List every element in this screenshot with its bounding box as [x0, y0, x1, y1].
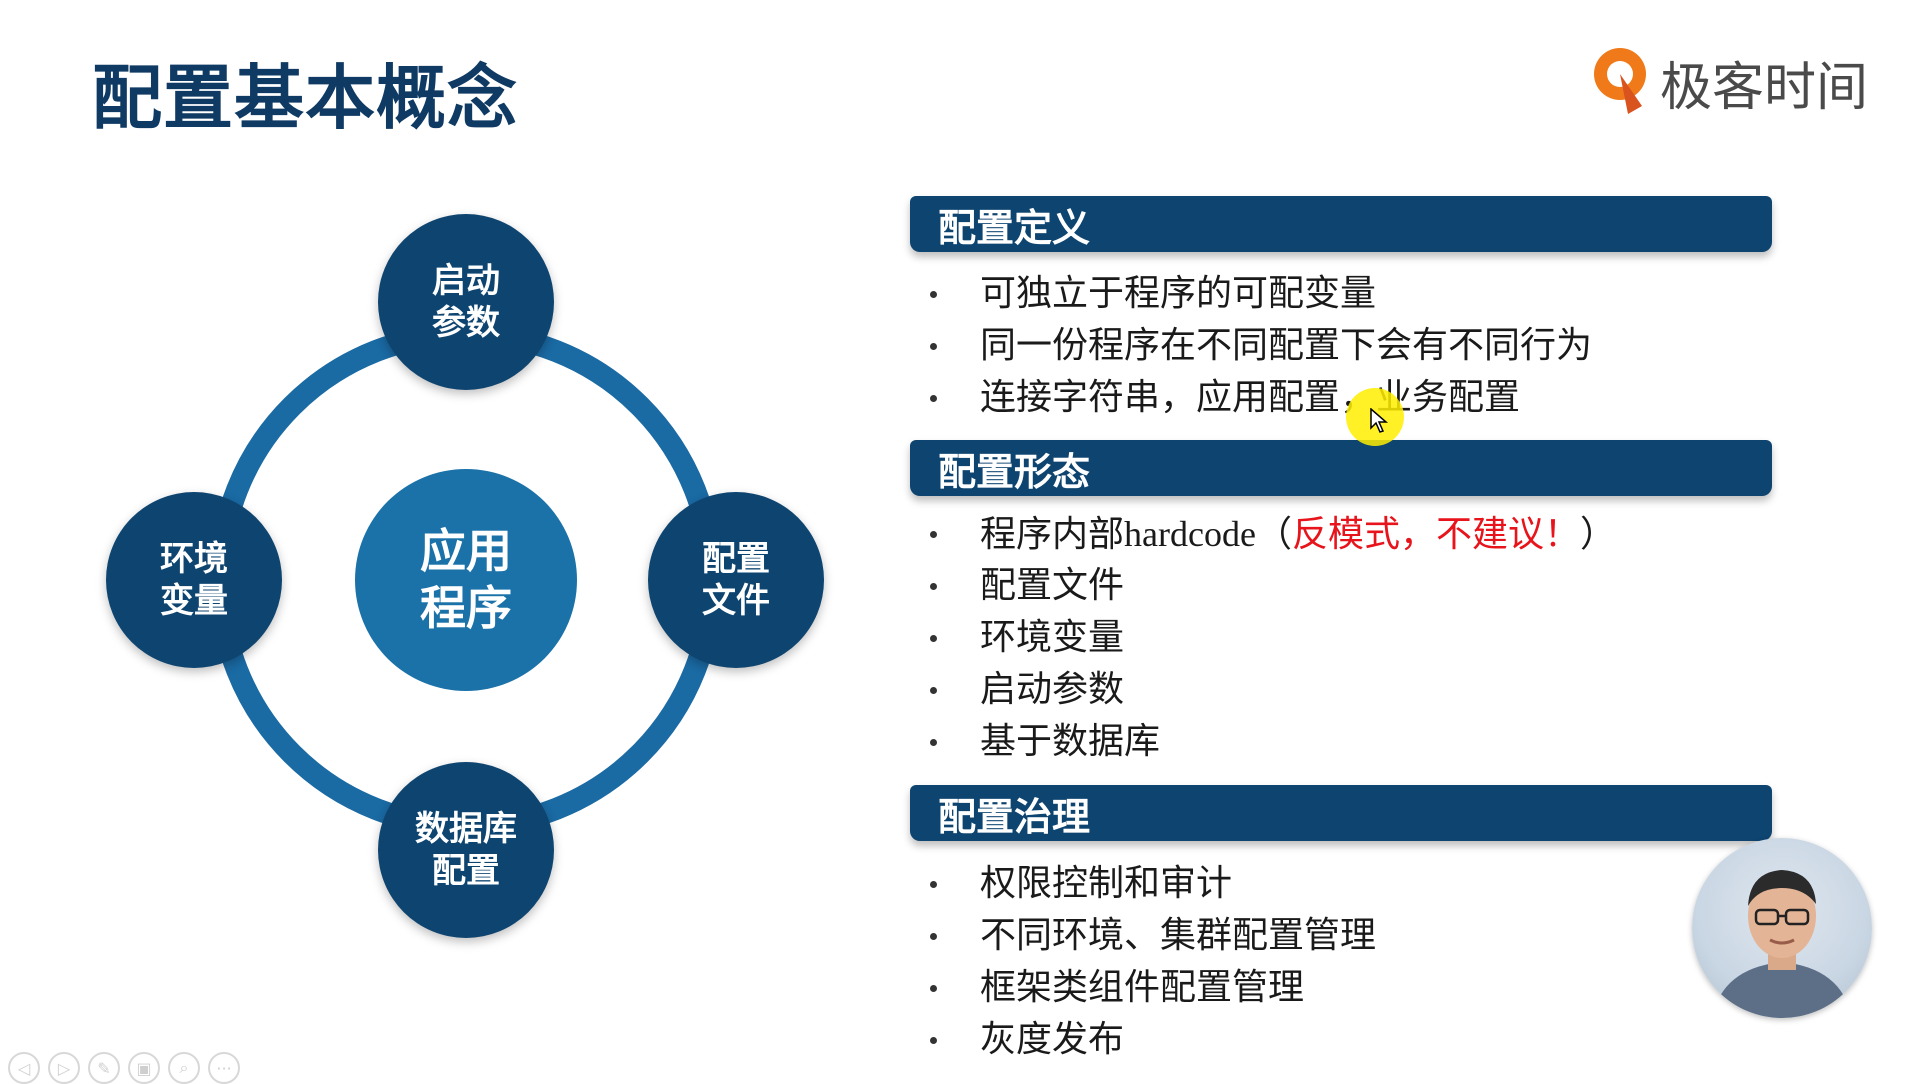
- section-header-governance: 配置治理: [910, 785, 1772, 841]
- list-item: 基于数据库: [930, 716, 1616, 768]
- node-startup-params: 启动 参数: [378, 214, 554, 390]
- list-item-text: 连接字符串，应用配置，业务配置: [980, 377, 1521, 418]
- zoom-icon[interactable]: ⌕: [168, 1052, 200, 1084]
- bullet-dot: [930, 583, 937, 590]
- bullet-dot: [930, 933, 937, 940]
- paren-open: （: [1255, 514, 1292, 555]
- list-item-text: 启动参数: [980, 669, 1125, 710]
- bullet-dot: [930, 531, 937, 538]
- center-node-label: 应用 程序: [420, 523, 512, 636]
- bullet-dot: [930, 739, 937, 746]
- config-cycle-diagram: 应用 程序 启动 参数 配置 文件 数据库 配置 环境 变量: [0, 0, 900, 1080]
- bullet-dot: [930, 687, 937, 694]
- anti-pattern-warning: 反模式，不建议！: [1291, 514, 1580, 555]
- list-item: 同一份程序在不同配置下会有不同行为: [930, 320, 1592, 372]
- list-item-text: 框架类组件配置管理: [980, 967, 1305, 1008]
- section-header-forms-label: 配置形态: [938, 449, 1091, 494]
- list-item-text: 配置文件: [980, 565, 1125, 606]
- list-item: 配置文件: [930, 560, 1616, 612]
- mouse-cursor-icon: [1370, 408, 1388, 433]
- list-item: 权限控制和审计: [930, 858, 1376, 910]
- node-database-config: 数据库 配置: [378, 762, 554, 938]
- list-item-code: hardcode: [1124, 514, 1256, 554]
- node-config-file: 配置 文件: [648, 492, 824, 668]
- prev-icon[interactable]: ◁: [8, 1052, 40, 1084]
- section-header-definition: 配置定义: [910, 196, 1772, 252]
- pen-icon[interactable]: ✎: [88, 1052, 120, 1084]
- bullet-dot: [930, 291, 937, 298]
- bullet-dot: [930, 1037, 937, 1044]
- list-item-text: 权限控制和审计: [980, 863, 1233, 904]
- list-item: 灰度发布: [930, 1014, 1376, 1066]
- logo-text: 极客时间: [1660, 57, 1869, 118]
- bullet-dot: [930, 881, 937, 888]
- node-config-file-label: 配置 文件: [702, 538, 770, 622]
- presenter-webcam: [1692, 838, 1872, 1018]
- zoom-glyph: ⌕: [179, 1058, 189, 1077]
- list-item: 可独立于程序的可配变量: [930, 268, 1592, 320]
- list-item-text: 灰度发布: [980, 1019, 1125, 1060]
- node-env-variables-label: 环境 变量: [160, 538, 228, 622]
- more-glyph: ···: [216, 1058, 232, 1078]
- next-glyph: ▷: [57, 1058, 71, 1078]
- definition-list: 可独立于程序的可配变量 同一份程序在不同配置下会有不同行为 连接字符串，应用配置…: [930, 268, 1592, 424]
- node-database-config-label: 数据库 配置: [415, 808, 517, 892]
- list-item: 不同环境、集群配置管理: [930, 910, 1376, 962]
- geektime-logo-icon: [1594, 48, 1646, 114]
- bullet-dot: [930, 635, 937, 642]
- list-item: 连接字符串，应用配置，业务配置: [930, 372, 1592, 424]
- list-item: 环境变量: [930, 612, 1616, 664]
- list-item-text: 不同环境、集群配置管理: [980, 915, 1377, 956]
- list-item-text-prefix: 程序内部: [980, 514, 1125, 555]
- list-item: 框架类组件配置管理: [930, 962, 1376, 1014]
- slides-glyph: ▣: [136, 1058, 152, 1078]
- list-item: 启动参数: [930, 664, 1616, 716]
- list-item-text: 环境变量: [980, 617, 1125, 658]
- list-item-text: 可独立于程序的可配变量: [980, 273, 1377, 314]
- governance-list: 权限控制和审计 不同环境、集群配置管理 框架类组件配置管理 灰度发布: [930, 858, 1376, 1066]
- node-startup-params-label: 启动 参数: [432, 260, 500, 344]
- section-header-governance-label: 配置治理: [938, 794, 1091, 839]
- list-item: 程序内部hardcode（反模式，不建议！）: [930, 508, 1616, 560]
- geektime-logo: 极客时间: [1588, 44, 1868, 120]
- presentation-toolbar: ◁ ▷ ✎ ▣ ⌕ ···: [8, 1052, 240, 1084]
- section-header-definition-label: 配置定义: [938, 205, 1091, 250]
- next-icon[interactable]: ▷: [48, 1052, 80, 1084]
- node-env-variables: 环境 变量: [106, 492, 282, 668]
- slides-icon[interactable]: ▣: [128, 1052, 160, 1084]
- center-node-application: 应用 程序: [355, 469, 577, 691]
- more-icon[interactable]: ···: [208, 1052, 240, 1084]
- pen-glyph: ✎: [97, 1058, 111, 1078]
- slide-title: 配置基本概念: [92, 57, 518, 139]
- list-item-text: 基于数据库: [980, 721, 1161, 762]
- bullet-dot: [930, 395, 937, 402]
- presenter-avatar-icon: [1712, 870, 1852, 1018]
- bullet-dot: [930, 343, 937, 350]
- paren-close: ）: [1579, 514, 1616, 555]
- bullet-dot: [930, 985, 937, 992]
- section-header-forms: 配置形态: [910, 440, 1772, 496]
- forms-list: 程序内部hardcode（反模式，不建议！） 配置文件 环境变量 启动参数 基于…: [930, 508, 1616, 768]
- prev-glyph: ◁: [17, 1058, 31, 1078]
- list-item-text: 同一份程序在不同配置下会有不同行为: [980, 325, 1593, 366]
